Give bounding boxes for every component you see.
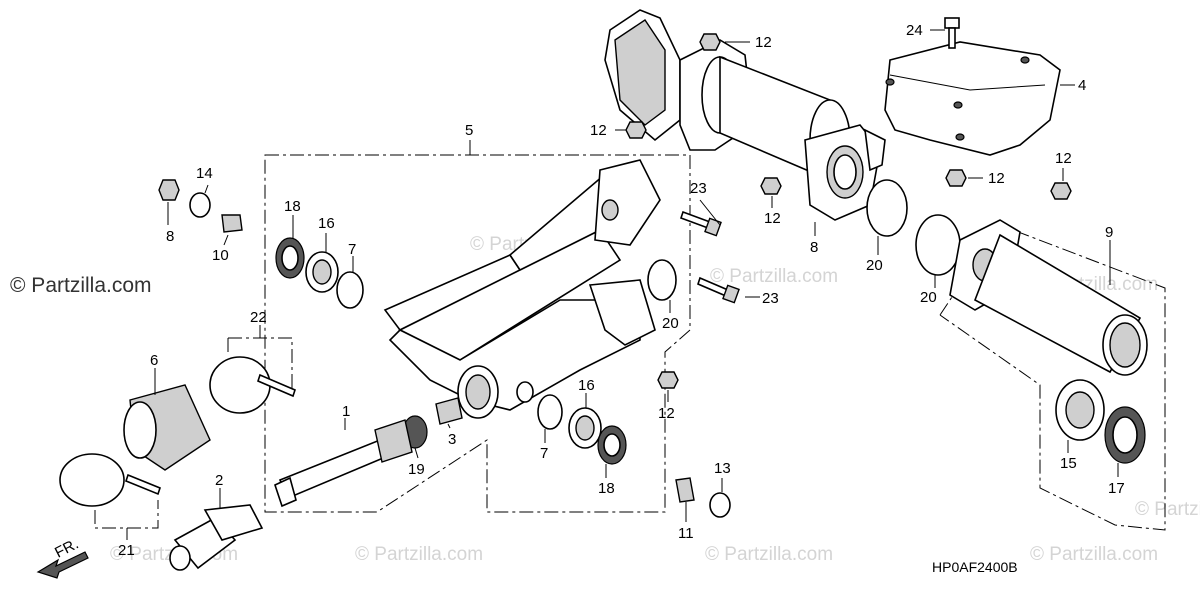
callout-16: 16 bbox=[318, 215, 335, 232]
bolt-23 bbox=[679, 210, 712, 230]
bolt-11 bbox=[675, 477, 695, 503]
swingarm-5 bbox=[383, 159, 661, 419]
callout-17: 17 bbox=[1108, 480, 1125, 497]
callout-5: 5 bbox=[465, 122, 473, 139]
oring-20 bbox=[866, 179, 908, 237]
washer-14 bbox=[189, 192, 211, 218]
oring-20 bbox=[647, 259, 677, 301]
nut-12 bbox=[657, 371, 679, 389]
nut-12 bbox=[1050, 182, 1072, 200]
callout-7: 7 bbox=[540, 445, 548, 462]
callout-20: 20 bbox=[662, 315, 679, 332]
washer-13 bbox=[709, 492, 731, 518]
watermark-faint: © Partzilla.com bbox=[355, 544, 483, 565]
callout-6: 6 bbox=[150, 352, 158, 369]
nut-12 bbox=[760, 177, 782, 195]
nut-12 bbox=[945, 169, 967, 187]
callout-4: 4 bbox=[1078, 77, 1086, 94]
callout-12: 12 bbox=[988, 170, 1005, 187]
bracket-22 bbox=[227, 337, 293, 390]
spring-10 bbox=[221, 214, 243, 233]
spacer-7 bbox=[537, 394, 563, 430]
callout-21: 21 bbox=[118, 542, 135, 559]
bolt-23-group bbox=[679, 210, 740, 304]
callout-12: 12 bbox=[590, 122, 607, 139]
callout-12: 12 bbox=[755, 34, 772, 51]
watermark-main: © Partzilla.com bbox=[10, 274, 152, 297]
ujoint-2 bbox=[169, 504, 264, 571]
bracket-plate-4 bbox=[884, 41, 1061, 156]
clamp-21 bbox=[59, 453, 125, 507]
watermark-faint: © Partzilla.com bbox=[1135, 499, 1200, 520]
callout-14: 14 bbox=[196, 165, 213, 182]
screw-22 bbox=[257, 373, 296, 398]
callout-15: 15 bbox=[1060, 455, 1077, 472]
callout-8: 8 bbox=[166, 228, 174, 245]
callout-23: 23 bbox=[690, 180, 707, 197]
spacer-7 bbox=[336, 271, 364, 309]
callout-20: 20 bbox=[866, 257, 883, 274]
callout-18: 18 bbox=[284, 198, 301, 215]
leader-lines bbox=[126, 29, 1119, 540]
callout-10: 10 bbox=[212, 247, 229, 264]
bracket-21 bbox=[94, 500, 159, 529]
callout-12: 12 bbox=[1055, 150, 1072, 167]
callout-7: 7 bbox=[348, 241, 356, 258]
callout-2: 2 bbox=[215, 472, 223, 489]
nut-12 bbox=[625, 121, 647, 139]
housing-9 bbox=[949, 219, 1148, 376]
callout-3: 3 bbox=[448, 431, 456, 448]
callout-11: 11 bbox=[678, 525, 694, 542]
nut-12 bbox=[158, 179, 180, 201]
callout-9: 9 bbox=[1105, 224, 1113, 241]
assembly-9-outline bbox=[939, 224, 1166, 531]
watermark-faint: © Partzilla.com bbox=[710, 266, 838, 287]
watermark-faint: © Partzilla.com bbox=[705, 544, 833, 565]
callout-23: 23 bbox=[762, 290, 779, 307]
callout-12: 12 bbox=[658, 405, 675, 422]
callout-16: 16 bbox=[578, 377, 595, 394]
callout-12: 12 bbox=[764, 210, 781, 227]
assembly-5-outline bbox=[264, 154, 691, 513]
oring-20-group bbox=[647, 179, 961, 301]
callout-22: 22 bbox=[250, 309, 267, 326]
oring-20 bbox=[915, 214, 961, 276]
callout-24: 24 bbox=[906, 22, 923, 39]
spring-3 bbox=[435, 397, 463, 425]
callout-8: 8 bbox=[810, 239, 818, 256]
watermark-faint: © Partzilla.com bbox=[1030, 544, 1158, 565]
nut-12 bbox=[699, 33, 721, 51]
nut-12-group bbox=[158, 33, 1072, 389]
front-arrow-icon: FR. bbox=[36, 535, 89, 579]
boot-6 bbox=[123, 384, 211, 471]
callout-1: 1 bbox=[342, 403, 350, 420]
clamp-22 bbox=[209, 356, 271, 414]
drive-shaft-1 bbox=[274, 419, 413, 508]
screw-21 bbox=[125, 473, 161, 496]
callout-19: 19 bbox=[408, 461, 425, 478]
callout-labels: 1 2 3 4 5 6 7 7 8 8 9 10 11 12 12 12 12 … bbox=[118, 22, 1125, 559]
callout-13: 13 bbox=[714, 460, 731, 477]
callout-18: 18 bbox=[598, 480, 615, 497]
axle-housing-8 bbox=[604, 9, 886, 221]
callout-20: 20 bbox=[920, 289, 937, 306]
diagram-code: HP0AF2400B bbox=[932, 559, 1018, 575]
bolt-24 bbox=[944, 17, 960, 49]
